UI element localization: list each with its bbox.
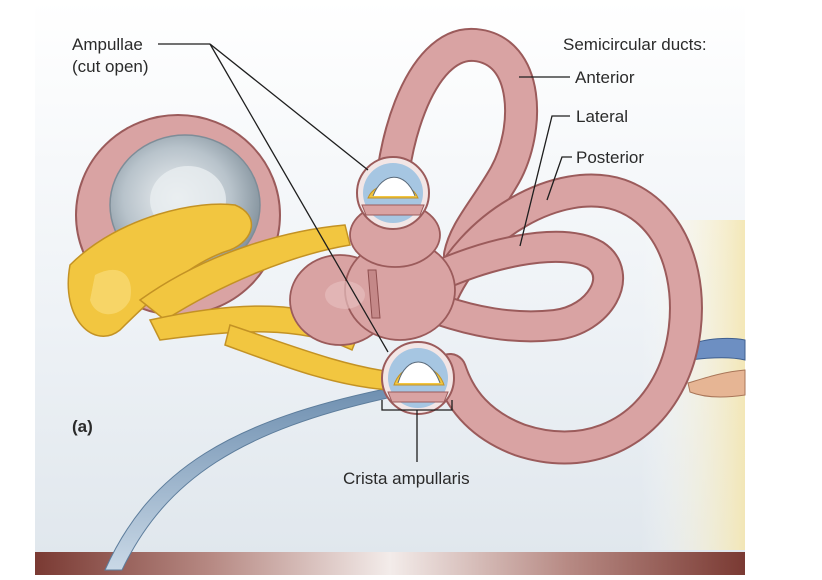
ampullae-label: Ampullae [72,35,143,54]
ampulla-upper [356,156,430,230]
vestibulocochlear-nerve [67,203,393,391]
semicircular-ducts [372,27,703,465]
bottom-bar-fill [35,552,745,575]
panel-label: (a) [72,417,93,436]
ampulla-lower [381,341,455,415]
semicircular-ducts-heading: Semicircular ducts: [563,35,707,54]
anterior-label: Anterior [575,68,635,87]
leader-lines [158,43,572,462]
crista-ampullaris-label: Crista ampullaris [343,469,470,488]
posterior-label: Posterior [576,148,644,167]
ampullae-sublabel: (cut open) [72,57,149,76]
vestibule [289,202,456,346]
lateral-label: Lateral [576,107,628,126]
